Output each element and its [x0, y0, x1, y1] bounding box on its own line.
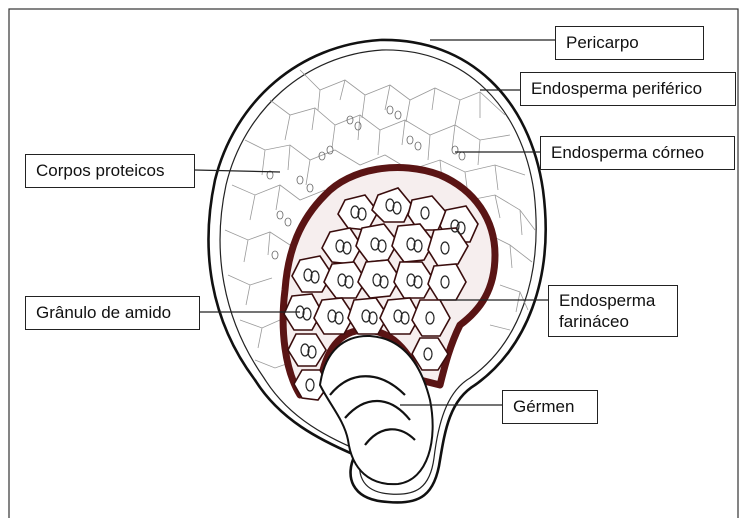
label-granulo-de-amido: Grânulo de amido [25, 296, 200, 330]
label-germen: Gérmen [502, 390, 598, 424]
label-endosperma-farinaceo: Endosperma farináceo [548, 285, 678, 337]
label-endosperma-farinaceo-line1: Endosperma [559, 290, 667, 311]
label-pericarpo: Pericarpo [555, 26, 704, 60]
label-corpos-proteicos: Corpos proteicos [25, 154, 195, 188]
label-endosperma-periferico: Endosperma periférico [520, 72, 736, 106]
label-endosperma-farinaceo-line2: farináceo [559, 311, 667, 332]
label-endosperma-corneo: Endosperma córneo [540, 136, 735, 170]
